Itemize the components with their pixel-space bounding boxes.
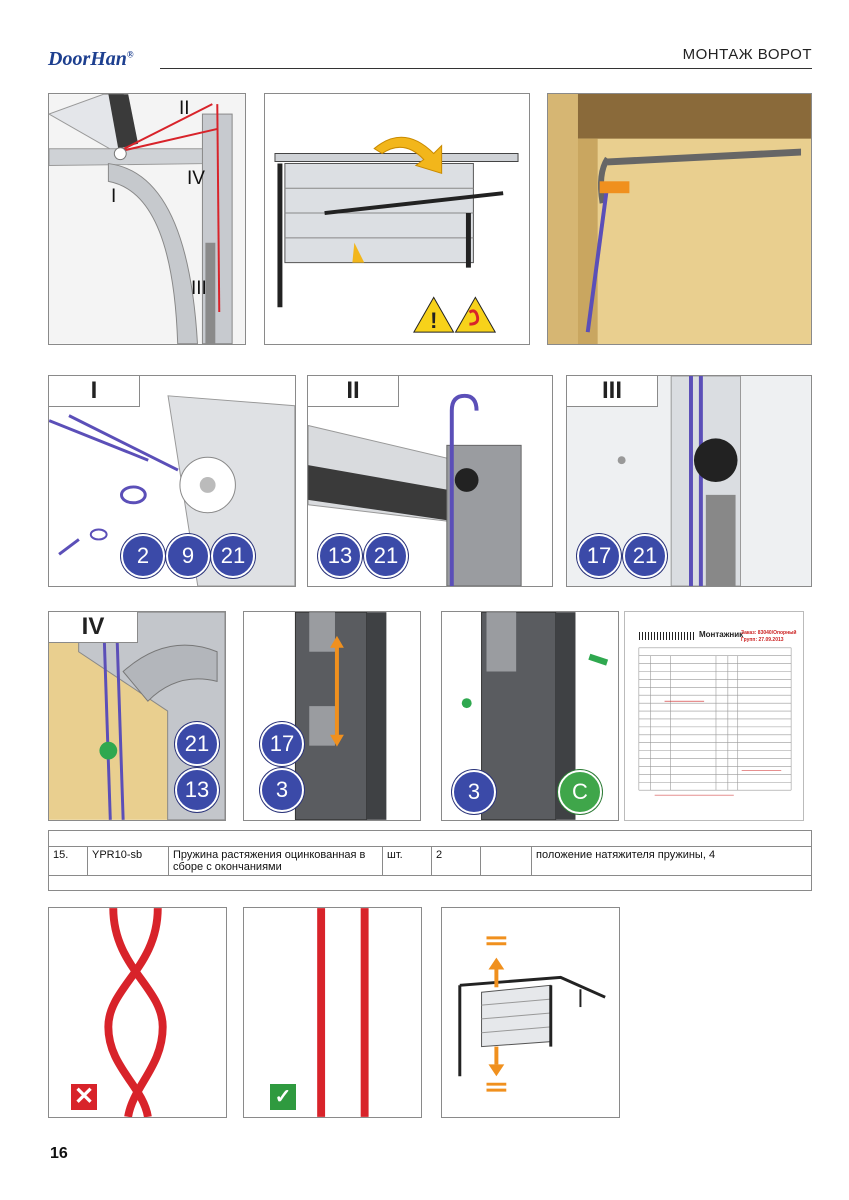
part-badge-21: 21 [211,534,255,578]
callout-III: III [191,278,207,299]
detail-panel-I: I 2 9 21 [48,375,296,587]
clamp-illustration [548,94,811,344]
spec-num: 15. [48,846,88,876]
doc-order-line-1: Заказ: 83040/Опорный [741,630,797,636]
part-badge-21: 21 [623,534,667,578]
brand-mark: ® [126,49,134,60]
part-badge-C: C [558,770,602,814]
detail-label-III: III [567,376,658,407]
detail-panel-II: II 13 21 [307,375,553,587]
door-lift-panel: ! [264,93,530,345]
part-badge-3: 3 [260,768,304,812]
clamp-panel [547,93,812,345]
doc-table-lines [638,647,792,796]
door-lift-illustration: ! [274,136,519,333]
detail-label-I: I [49,376,140,407]
crossed-cables-illustration [104,908,167,1117]
part-badge-3: 3 [452,770,496,814]
correct-cables-panel: ✓ [243,907,422,1118]
spec-qty: 2 [431,846,481,876]
spec-note: положение натяжителя пружины, 4 [531,846,812,876]
callout-II: II [179,98,190,119]
callout-I: I [111,186,117,207]
doc-barcode [639,632,695,640]
callout-IV: IV [187,168,205,189]
bolt-panel: 3 C [441,611,619,821]
part-badge-9: 9 [166,534,210,578]
detail-panel-IV: IV 21 13 [48,611,226,821]
page-number: 16 [50,1145,68,1162]
part-badge-17: 17 [260,722,304,766]
brand-logo: DoorHan® [48,48,134,71]
spec-code: YPR10-sb [87,846,169,876]
part-badge-2: 2 [121,534,165,578]
svg-text:!: ! [430,308,437,333]
detail-label-II: II [308,376,399,407]
correct-check-icon: ✓ [270,1084,296,1110]
part-badge-13: 13 [318,534,362,578]
detail-label-IV: IV [49,612,138,643]
doc-title: Монтажник [699,630,744,639]
spring-tension-illustration [244,612,420,820]
part-badge-21: 21 [175,722,219,766]
detail-II-illustration [308,393,522,586]
spring-tension-panel: 17 3 [243,611,421,821]
overview-panel: I II III IV [48,93,246,345]
table-row: 15. YPR10-sb Пружина растяжения оцинкова… [48,846,812,876]
door-balance-panel [441,907,620,1118]
spec-empty [480,846,532,876]
wrong-cables-panel: ✕ [48,907,227,1118]
spec-unit: шт. [382,846,432,876]
header-rule [160,68,812,69]
doc-thumbnail: Монтажник Заказ: 83040/Опорный Групп: 27… [624,611,804,821]
door-balance-illustration [458,936,606,1092]
spec-table: 15. YPR10-sb Пружина растяжения оцинкова… [48,846,812,876]
page-title: МОНТАЖ ВОРОТ [682,46,812,63]
detail-IV-illustration [49,612,225,820]
spec-name: Пружина растяжения оцинкованная в сборе … [168,846,383,876]
part-badge-17: 17 [577,534,621,578]
part-badge-13: 13 [175,768,219,812]
brand-name: DoorHan [48,48,127,70]
doc-order-line-2: Групп: 27.09.2013 [741,637,784,643]
part-badge-21: 21 [364,534,408,578]
parallel-cables-illustration [317,908,369,1117]
detail-panel-III: III 17 21 [566,375,812,587]
wrong-cross-icon: ✕ [71,1084,97,1110]
overview-illustration [49,94,245,344]
